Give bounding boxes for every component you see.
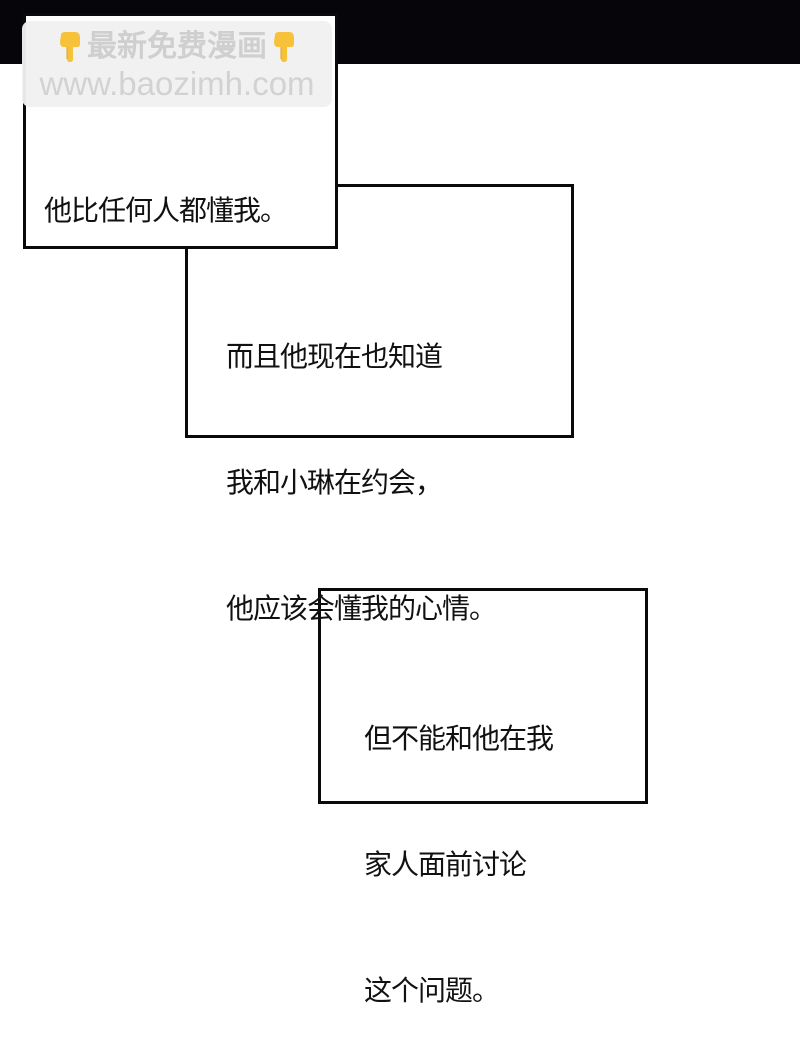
pointing-down-hand-icon <box>271 32 297 62</box>
watermark-title-row: 最新免费漫画 <box>22 29 332 65</box>
caption-line: 他应该会懂我的心情。 <box>226 592 497 625</box>
caption-line: 但不能和他在我 <box>364 722 554 755</box>
caption-box-2 <box>185 184 574 438</box>
caption-line: 这个问题。 <box>364 974 500 1007</box>
caption-box-3 <box>318 588 648 804</box>
caption-line: 而且他现在也知道 <box>226 340 443 373</box>
caption-line: 我和小琳在约会， <box>226 466 443 499</box>
caption-text-2: 而且他现在也知道 我和小琳在约会， 他应该会懂我的心情。 <box>226 252 497 672</box>
watermark-banner[interactable]: 最新免费漫画 www.baozimh.com <box>22 21 332 107</box>
caption-box-join <box>188 187 335 246</box>
caption-text-1: 他比任何人都懂我。 <box>44 106 288 274</box>
watermark-title: 最新免费漫画 <box>87 29 267 64</box>
caption-text-3: 但不能和他在我 家人面前讨论 这个问题。 <box>364 634 554 1054</box>
caption-line: 他比任何人都懂我。 <box>44 194 288 227</box>
watermark-url[interactable]: www.baozimh.com <box>39 65 315 102</box>
pointing-down-hand-icon <box>57 32 83 62</box>
caption-line: 家人面前讨论 <box>364 848 527 881</box>
